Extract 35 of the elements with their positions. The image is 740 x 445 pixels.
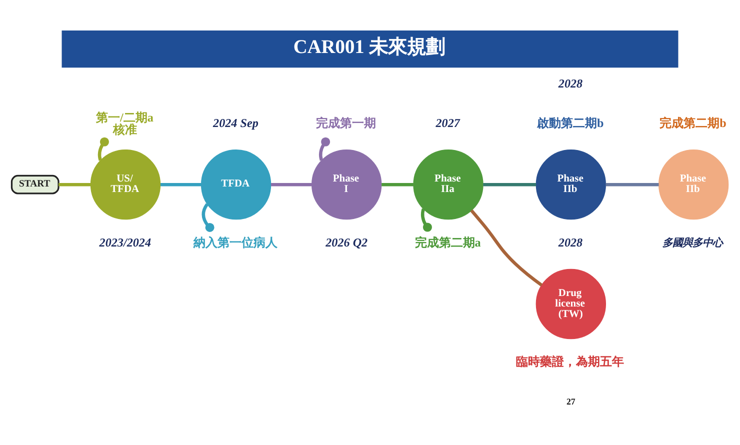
node-circle: Drug license (TW) (536, 268, 606, 340)
node-circle: US/ TFDA (90, 149, 161, 220)
connector (202, 203, 214, 232)
connector (483, 182, 536, 186)
node-circle: Phase IIb (658, 149, 729, 220)
node-circle: Phase IIa (413, 149, 484, 220)
connector (98, 137, 109, 161)
node-text: 完成第一期 (316, 116, 376, 130)
connector (271, 182, 312, 186)
node-label: 啟動第二期b (537, 116, 604, 130)
label: 27 (566, 396, 576, 407)
connector (382, 182, 414, 186)
node-label: 2026 Q2 (326, 235, 368, 250)
node-label: 臨時藥證，為期五年 (516, 354, 624, 369)
connector (606, 182, 659, 186)
node-circle: TFDA (200, 149, 272, 220)
node-box: START (10, 174, 60, 194)
node-circle: Phase I (312, 149, 382, 220)
node-text: 完成第二期a (414, 235, 481, 250)
node-label: 2028 (558, 76, 583, 90)
connector (420, 208, 432, 232)
node-label: 2024 Sep (213, 116, 258, 130)
node-label: 2028 (558, 235, 583, 250)
connector (58, 182, 91, 186)
node-text: 納入第一位病人 (193, 235, 278, 250)
node-label: 2023/2024 (99, 235, 152, 250)
connector (470, 209, 543, 286)
node-label: 完成第二期b (660, 116, 726, 130)
label: 多國與多中心 (662, 238, 723, 250)
node-text: 第一/二期a 核准 (96, 110, 154, 137)
diagram-title: CAR001 未來規劃 (293, 37, 446, 58)
node-label: 2027 (436, 116, 460, 130)
connector (318, 137, 330, 161)
node-circle: Phase IIb (536, 149, 606, 220)
connector (160, 182, 202, 186)
